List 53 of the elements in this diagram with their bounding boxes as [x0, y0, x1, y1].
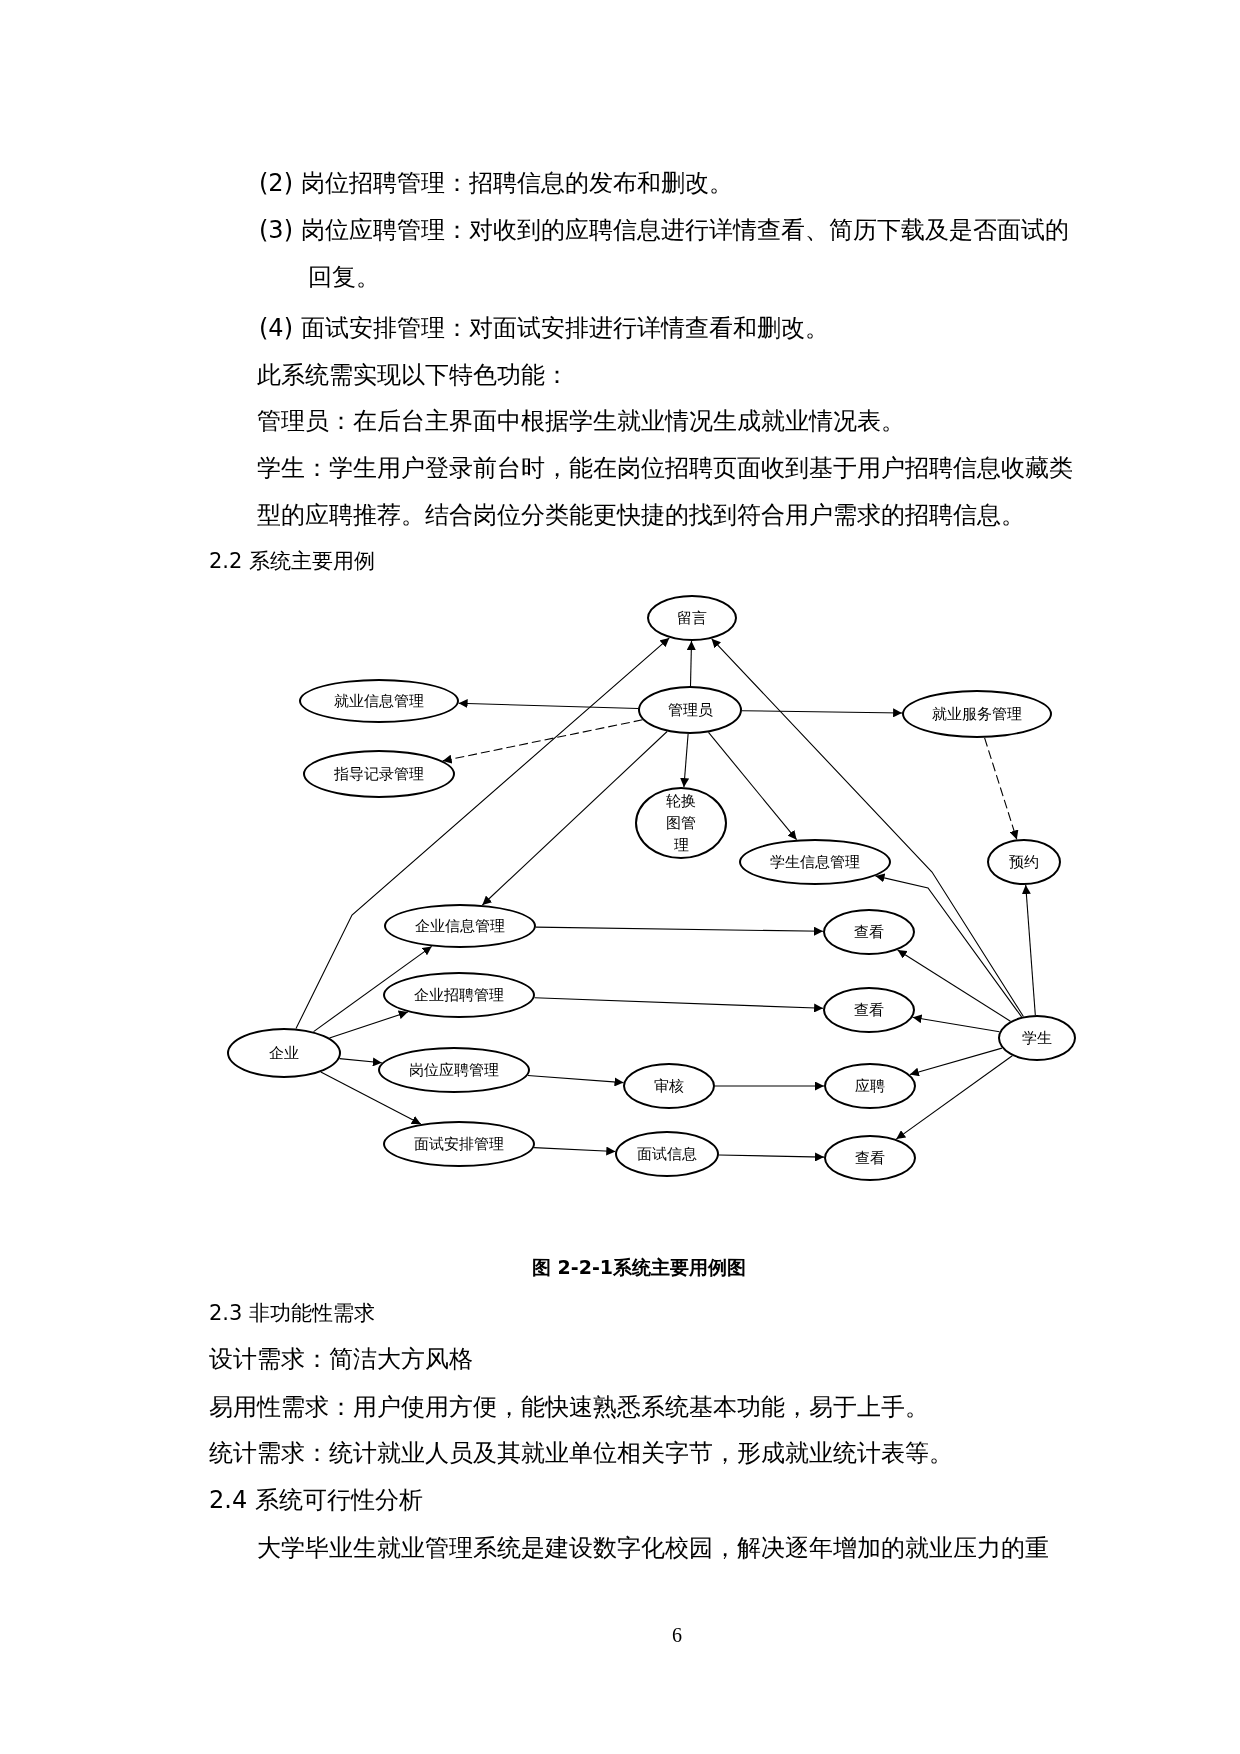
- arrow: [895, 1055, 1013, 1140]
- arrow: [718, 1152, 825, 1162]
- use-case-ellipse: 预约: [987, 839, 1061, 885]
- use-case-ellipse: 就业信息管理: [299, 679, 459, 723]
- paragraph: (4) 面试安排管理：对面试安排进行详情查看和删改。: [259, 313, 829, 344]
- arrow: [984, 737, 1019, 840]
- arrow: [295, 637, 670, 1030]
- page-number: 6: [672, 1623, 682, 1648]
- arrow: [874, 873, 1023, 1018]
- section-heading: 2.3 非功能性需求: [209, 1300, 376, 1327]
- use-case-ellipse: 岗位应聘管理: [378, 1047, 530, 1093]
- arrow: [533, 997, 824, 1013]
- use-case-ellipse: 指导记录管理: [303, 750, 455, 798]
- paragraph: 大学毕业生就业管理系统是建设数字化校园，解决逐年增加的就业压力的重: [257, 1533, 1049, 1564]
- arrow: [741, 708, 903, 718]
- paragraph: 学生：学生用户登录前台时，能在岗位招聘页面收到基于用户招聘信息收藏类型的应聘推荐。结合岗位分类能更快捷的找到符合用户需求的招聘信息。: [257, 453, 1074, 531]
- arrow: [458, 699, 639, 710]
- arrow: [680, 733, 690, 788]
- use-case-ellipse: 查看: [823, 909, 915, 955]
- use-case-ellipse: 审核: [623, 1063, 715, 1109]
- paragraph: 管理员：在后台主界面中根据学生就业情况生成就业情况表。: [257, 406, 905, 437]
- use-case-ellipse: 学生: [998, 1015, 1076, 1061]
- use-case-ellipse: 查看: [823, 987, 915, 1033]
- arrow: [533, 1146, 616, 1156]
- arrow: [686, 640, 696, 687]
- arrow: [535, 926, 824, 936]
- use-case-ellipse: 面试信息: [615, 1131, 719, 1177]
- figure-caption: 图 2-2-1系统主要用例图: [532, 1255, 747, 1280]
- paragraph: 设计需求：简洁大方风格: [209, 1344, 473, 1375]
- use-case-ellipse: 轮换图管理: [635, 787, 727, 859]
- arrow: [1021, 884, 1036, 1016]
- arrow: [707, 731, 798, 841]
- arrow: [714, 1081, 825, 1091]
- use-case-ellipse: 面试安排管理: [383, 1121, 535, 1167]
- use-case-ellipse: 就业服务管理: [902, 690, 1052, 738]
- arrow: [328, 1010, 409, 1039]
- use-case-ellipse: 企业信息管理: [384, 904, 536, 948]
- use-case-ellipse: 管理员: [638, 686, 742, 734]
- arrow: [909, 1047, 1003, 1077]
- use-case-ellipse: 查看: [824, 1135, 916, 1181]
- use-case-ellipse: 学生信息管理: [739, 839, 891, 885]
- paragraph: 易用性需求：用户使用方便，能快速熟悉系统基本功能，易于上手。: [209, 1392, 929, 1423]
- use-case-ellipse: 企业: [227, 1028, 341, 1078]
- paragraph: (3) 岗位应聘管理：对收到的应聘信息进行详情查看、简历下载及是否面试的回复。: [259, 215, 1070, 293]
- arrow: [897, 949, 1011, 1022]
- use-case-ellipse: 企业招聘管理: [383, 972, 535, 1018]
- section-heading: 2.4 系统可行性分析: [209, 1485, 423, 1516]
- paragraph: (2) 岗位招聘管理：招聘信息的发布和删改。: [259, 168, 733, 199]
- section-heading: 2.2 系统主要用例: [209, 548, 376, 575]
- paragraph: 统计需求：统计就业人员及其就业单位相关字节，形成就业统计表等。: [209, 1438, 953, 1469]
- use-case-ellipse: 应聘: [824, 1063, 916, 1109]
- paragraph: 此系统需实现以下特色功能：: [257, 360, 569, 391]
- use-case-ellipse: 留言: [647, 595, 737, 641]
